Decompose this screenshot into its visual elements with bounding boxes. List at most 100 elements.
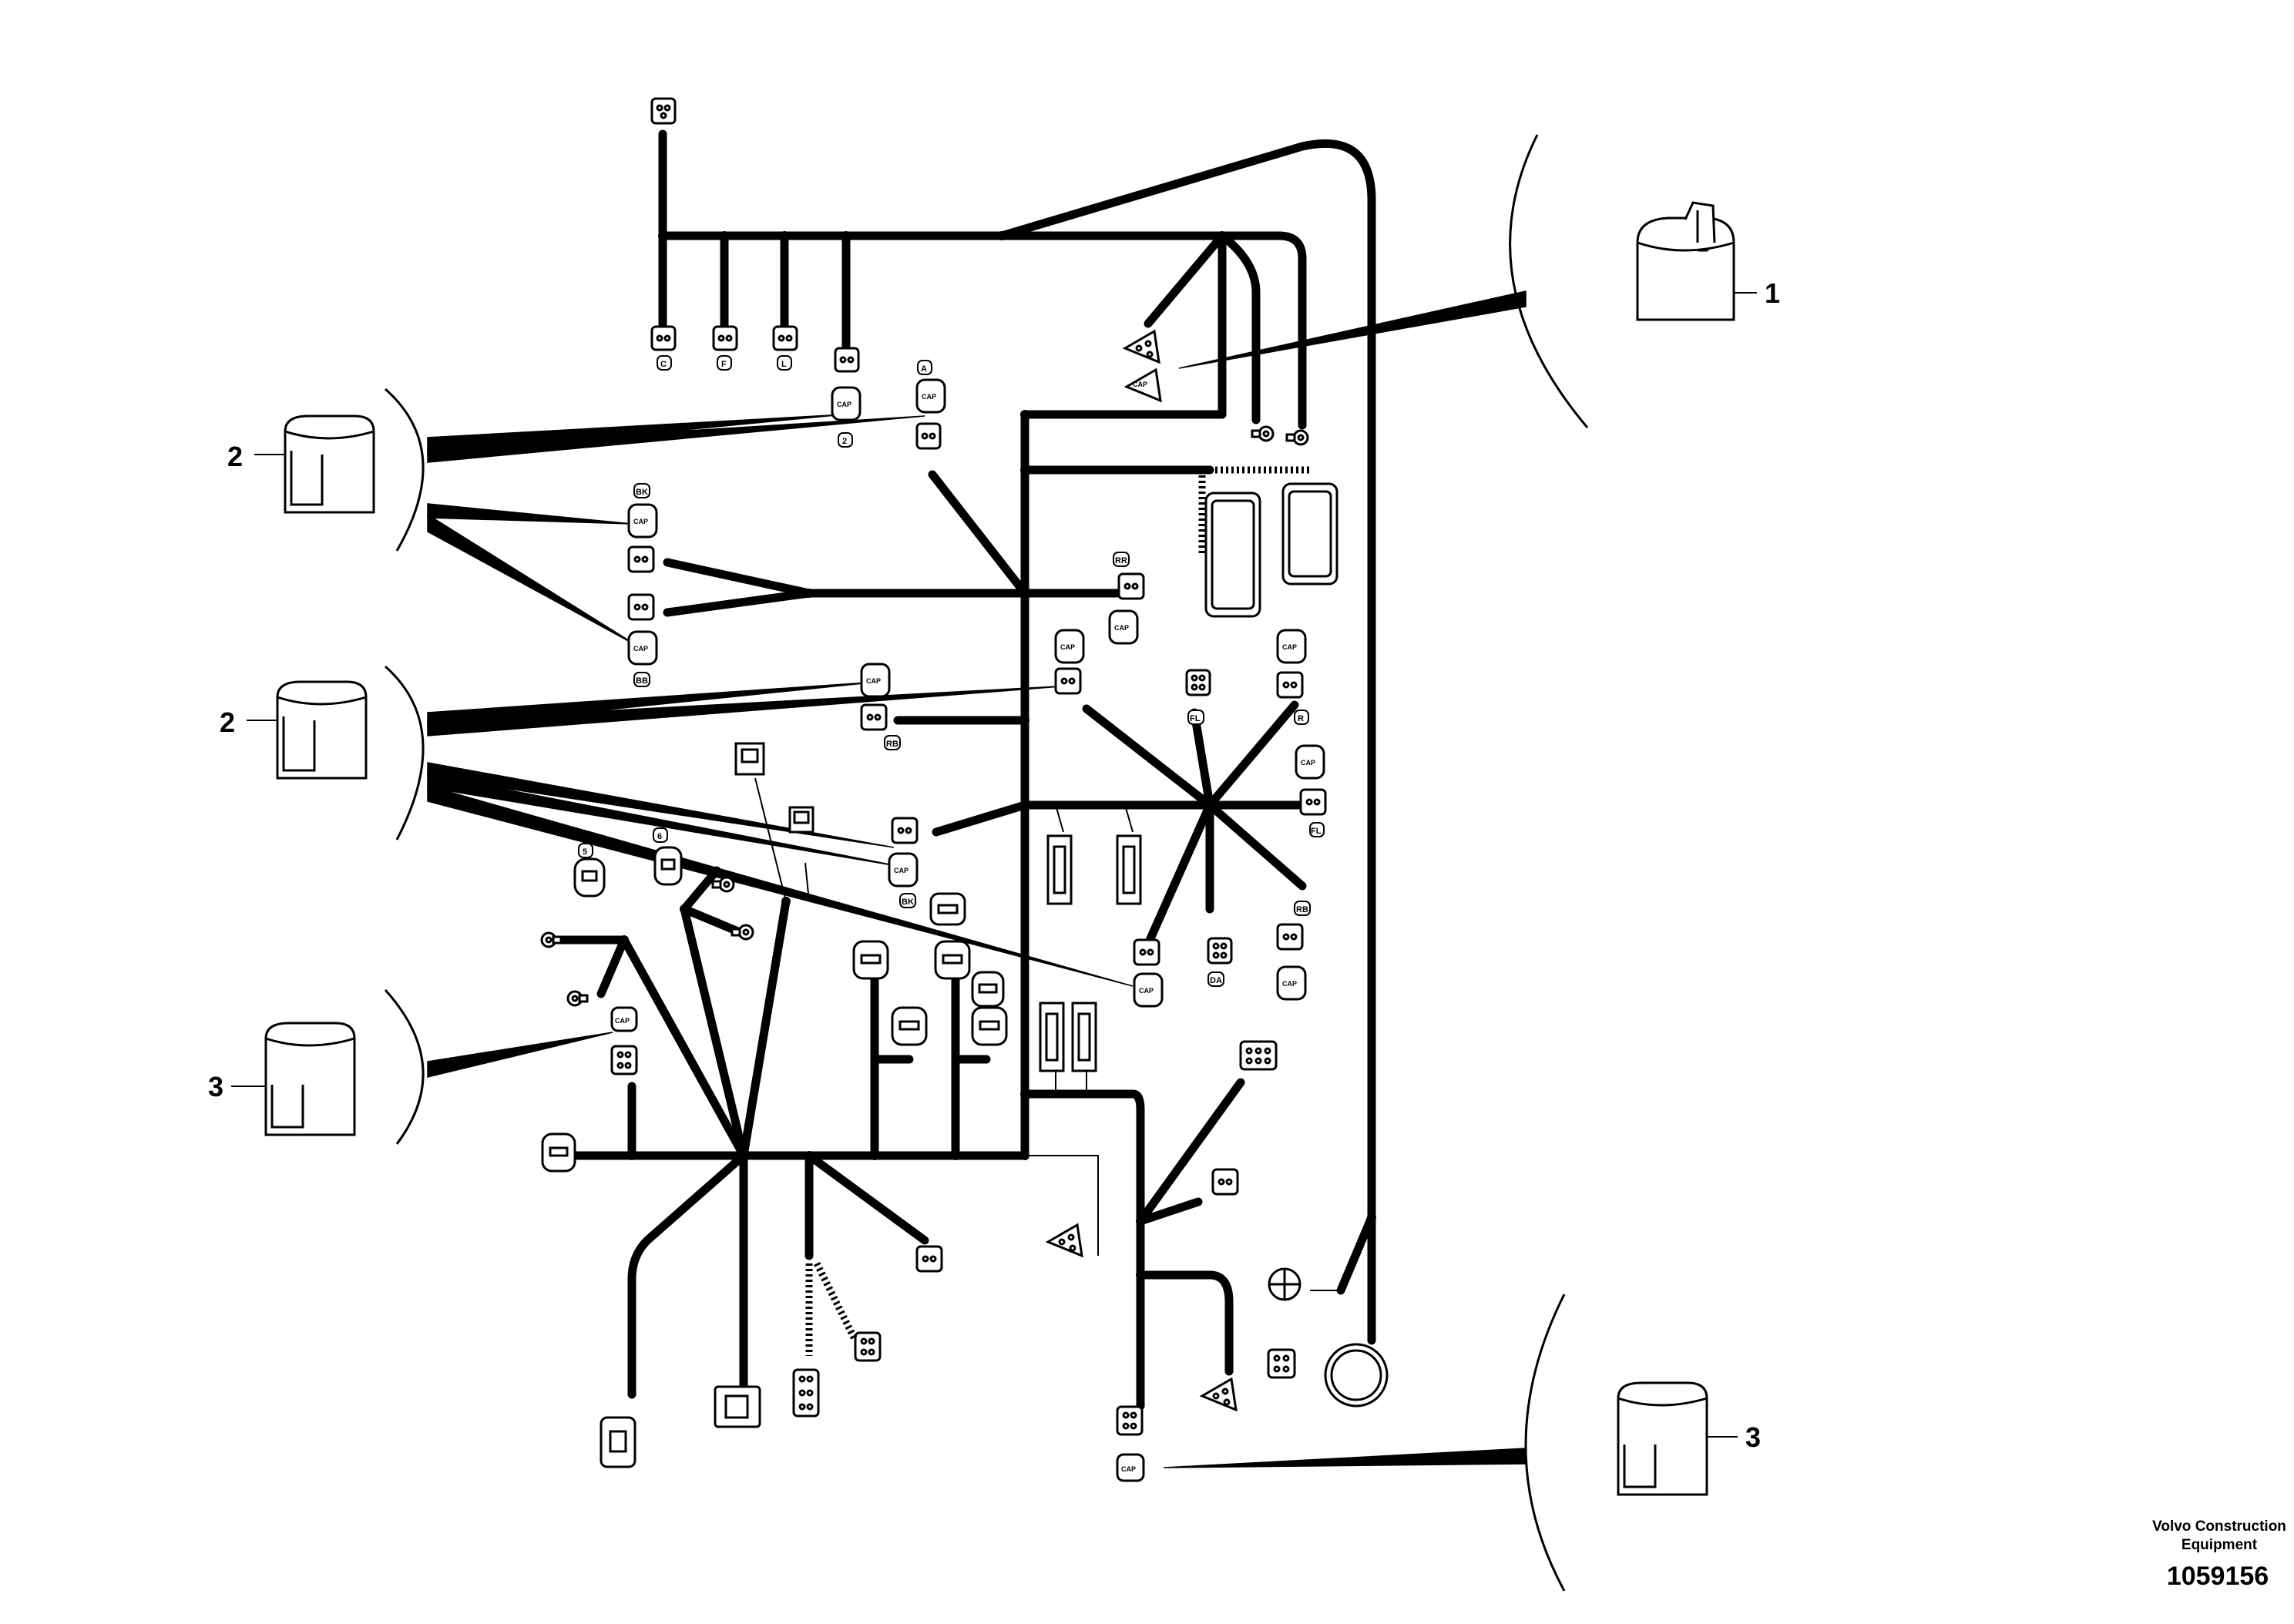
cap-label: CAP [894, 867, 909, 874]
cap-9 [1295, 744, 1325, 780]
tag-a: A [921, 364, 927, 374]
hub-up3 [739, 897, 791, 1160]
tag-c: C [660, 360, 667, 369]
callout-labels: 1 2 2 3 3 [208, 277, 1780, 1453]
cap-6 [1054, 629, 1085, 664]
cap-1 [831, 386, 862, 421]
shielded-cables [805, 466, 1310, 1356]
tag-da: DA [1210, 976, 1222, 985]
clip-part-3a [264, 1022, 356, 1136]
harness-trunks [550, 129, 1376, 1411]
cap-label: CAP [1282, 643, 1297, 651]
star-s4 [1144, 800, 1214, 948]
cap-10 [888, 852, 919, 887]
star-s6 [1082, 704, 1214, 810]
fork-down [663, 589, 814, 617]
round-connector [1324, 1343, 1389, 1408]
cap-label: CAP [1133, 381, 1147, 388]
connector-4 [834, 347, 860, 373]
tag-fl-2: FL [1311, 827, 1322, 836]
cap-label: CAP [1139, 987, 1154, 995]
cap-label: CAP [1301, 759, 1315, 767]
left-branch-mid [596, 935, 629, 998]
cap-label: CAP [1282, 980, 1297, 988]
ground-symbol [1268, 1267, 1302, 1301]
lower-right-b [1136, 1197, 1203, 1226]
company-name-line1: Volvo Construction [2152, 1518, 2286, 1535]
tag-r: R [1298, 714, 1304, 723]
fork-up [663, 558, 814, 598]
star-s3 [1205, 800, 1307, 891]
tag-6: 6 [657, 832, 662, 841]
cap-13 [610, 1006, 638, 1032]
lower-right-trunk [1020, 1089, 1145, 1411]
cap-label: CAP [1121, 1465, 1136, 1473]
cap-label: CAP [1060, 643, 1075, 651]
cap-2 [915, 378, 946, 414]
tag-rr: RR [1115, 556, 1127, 565]
cap-label: CAP [866, 677, 881, 685]
cap-12 [1276, 965, 1307, 1001]
cap-label: CAP [837, 401, 851, 408]
clip-part-1 [1636, 201, 1735, 321]
tag-2: 2 [842, 437, 847, 446]
tag-rb-2: RB [1296, 905, 1308, 914]
cap-5 [860, 663, 891, 698]
tag-bk: BK [636, 488, 648, 497]
hub-up1 [620, 935, 748, 1160]
ecu-1 [1204, 492, 1261, 618]
cap-label: CAP [633, 518, 648, 525]
cap-7 [1108, 609, 1139, 645]
callout-2a: 2 [227, 441, 243, 472]
tag-5: 5 [583, 847, 587, 857]
connectors [540, 97, 1389, 1482]
callout-ticks [231, 292, 1757, 1438]
cap-labels: CAP CAP CAP CAP CAP CAP CAP CAP CAP CAP … [615, 381, 1315, 1473]
star-s2 [1205, 700, 1299, 810]
mid-branch-y [680, 866, 721, 914]
callout-3a: 3 [208, 1071, 223, 1102]
callout-2b: 2 [220, 706, 235, 738]
cap-11 [1133, 972, 1164, 1008]
connector-top [650, 97, 677, 125]
top-trunk [658, 231, 1307, 430]
tag-rb: RB [886, 740, 898, 749]
ecu-2 [1281, 482, 1338, 586]
upper-sweep [997, 139, 1376, 1345]
junction-dots [620, 231, 1376, 1280]
tag-f: F [721, 360, 727, 369]
lower-right-a [1136, 1078, 1245, 1226]
clip-part-2b [276, 680, 368, 780]
cap-14 [1116, 1453, 1145, 1482]
star-s1 [1190, 708, 1214, 810]
footer: Volvo Construction Equipment 1059156 [2152, 1518, 2286, 1591]
callout-leaders [427, 290, 1527, 1468]
callout-3b: 3 [1745, 1421, 1761, 1453]
right-main-bottom [1336, 1213, 1376, 1295]
left-diag-to-spine [928, 470, 1029, 598]
company-name-line2: Equipment [2181, 1537, 2258, 1553]
cap-label: CAP [615, 1017, 630, 1025]
connector-c [650, 325, 677, 351]
cap-8 [1276, 629, 1307, 664]
cap-label: CAP [633, 645, 648, 653]
boundary-arcs [384, 134, 1589, 1592]
cap-label: CAP [1114, 624, 1129, 632]
part-clips [264, 201, 1735, 1496]
tri-diag [1144, 231, 1227, 328]
clip-part-3b [1617, 1381, 1708, 1496]
callout-1: 1 [1765, 277, 1780, 309]
right-drop-b [1218, 231, 1261, 424]
mid-branch-x [680, 904, 744, 937]
hub-down1 [627, 1151, 748, 1399]
connector-l [772, 325, 798, 351]
star-s7 [932, 800, 1029, 837]
hub-up2 [680, 904, 748, 1160]
tag-bb: BB [636, 676, 648, 686]
thin-guides [754, 777, 1341, 1291]
connector-tags: C F L A 2 BK BB RR RB FL R FL BK DA RB 5… [578, 355, 1325, 987]
tag-fl: FL [1190, 714, 1201, 723]
lower-right-c [1136, 1270, 1234, 1376]
cap-label: CAP [922, 393, 936, 401]
